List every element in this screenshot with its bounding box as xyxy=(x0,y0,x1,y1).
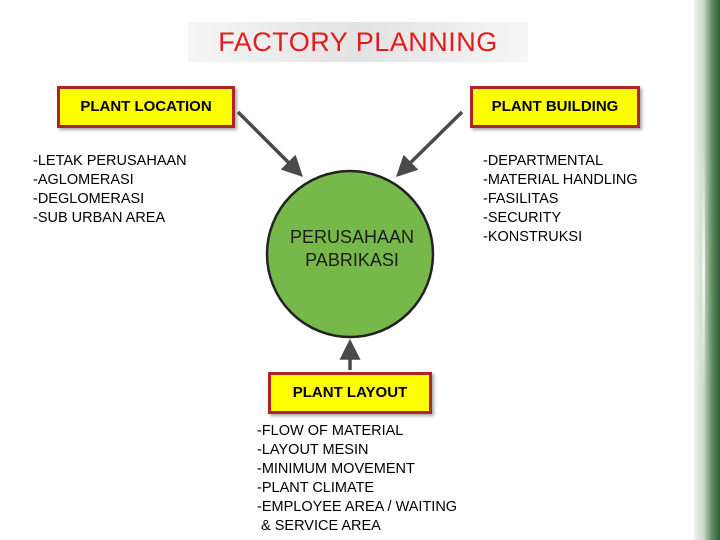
plant-layout-box: PLANT LAYOUT xyxy=(268,372,432,414)
list-item: -LETAK PERUSAHAAN xyxy=(33,153,187,169)
list-item: -LAYOUT MESIN xyxy=(257,442,369,458)
list-item: -MATERIAL HANDLING xyxy=(483,172,638,188)
center-node-label: PERUSAHAAN PABRIKASI xyxy=(262,226,442,272)
list-item: -FLOW OF MATERIAL xyxy=(257,423,404,439)
plant-layout-list: -FLOW OF MATERIAL -LAYOUT MESIN -MINIMUM… xyxy=(257,422,457,536)
list-item: -FASILITAS xyxy=(483,191,559,207)
list-item: -EMPLOYEE AREA / WAITING xyxy=(257,499,458,515)
list-item: & SERVICE AREA xyxy=(257,518,381,534)
list-item: -DEPARTMENTAL xyxy=(483,153,604,169)
list-item: -DEGLOMERASI xyxy=(33,191,145,207)
list-item: -AGLOMERASI xyxy=(33,172,134,188)
list-item: -PLANT CLIMATE xyxy=(257,480,375,496)
list-item: -KONSTRUKSI xyxy=(483,229,583,245)
list-item: -SUB URBAN AREA xyxy=(33,210,166,226)
list-item: -MINIMUM MOVEMENT xyxy=(257,461,415,477)
center-node-circle xyxy=(265,169,435,339)
center-line-2: PABRIKASI xyxy=(305,250,399,270)
center-line-1: PERUSAHAAN xyxy=(289,227,415,247)
list-item: -SECURITY xyxy=(483,210,562,226)
plant-building-list: -DEPARTMENTAL -MATERIAL HANDLING -FASILI… xyxy=(483,152,638,247)
arrow-location-to-center xyxy=(236,110,303,177)
page-title: FACTORY PLANNING xyxy=(188,22,528,62)
plant-building-box: PLANT BUILDING xyxy=(470,86,640,128)
plant-location-list: -LETAK PERUSAHAAN -AGLOMERASI -DEGLOMERA… xyxy=(33,152,187,228)
arrow-building-to-center xyxy=(396,110,464,177)
rail-highlight xyxy=(702,150,705,390)
right-decorative-rail xyxy=(694,0,720,540)
plant-location-box: PLANT LOCATION xyxy=(57,86,235,128)
